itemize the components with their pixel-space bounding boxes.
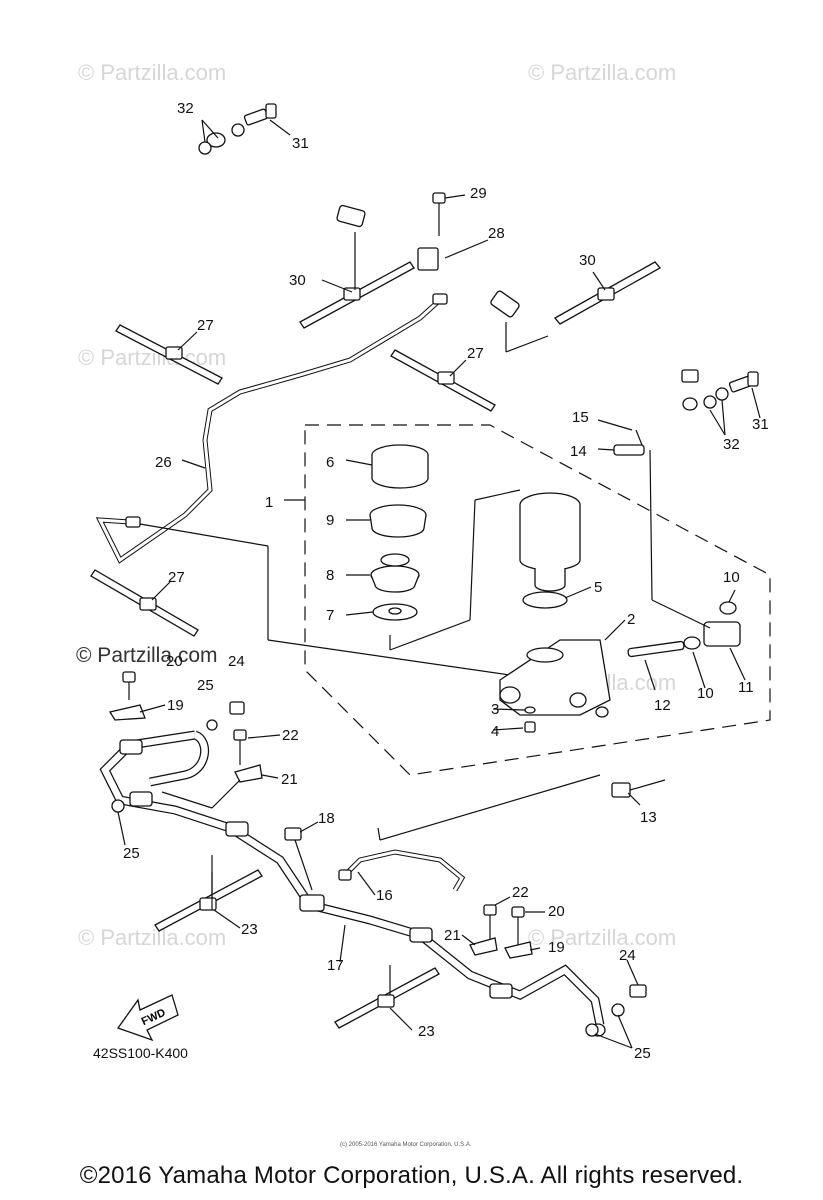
- callout-24: 24: [619, 947, 636, 964]
- upper-brake-hose: [198, 103, 761, 436]
- callout-9: 9: [326, 512, 334, 529]
- watermark: © Partzilla.com: [528, 60, 676, 85]
- callout-12: 12: [654, 697, 671, 714]
- callouts: 32 31 29 28 30 30 27 27 31 32 15 14 26 6…: [123, 100, 769, 1062]
- callout-10: 10: [697, 685, 714, 702]
- callout-30: 30: [579, 252, 596, 269]
- callout-24: 24: [228, 653, 245, 670]
- callout-23: 23: [418, 1023, 435, 1040]
- callout-29: 29: [470, 185, 487, 202]
- callout-27: 27: [467, 345, 484, 362]
- callout-21: 21: [281, 771, 298, 788]
- callout-14: 14: [570, 443, 587, 460]
- callout-20: 20: [548, 903, 565, 920]
- watermark: © Partzilla.com: [76, 644, 218, 667]
- fwd-arrow-icon: FWD: [116, 994, 179, 1042]
- callout-22: 22: [282, 727, 299, 744]
- callout-2: 2: [627, 611, 635, 628]
- callout-7: 7: [326, 607, 334, 624]
- callout-1: 1: [265, 494, 273, 511]
- master-cylinder-group: [284, 419, 771, 806]
- callout-10: 10: [723, 569, 740, 586]
- callout-22: 22: [512, 884, 529, 901]
- callout-11: 11: [738, 679, 754, 696]
- callout-25: 25: [634, 1045, 651, 1062]
- small-watermark: (c) 2005-2016 Yamaha Motor Corporation, …: [340, 1142, 472, 1148]
- callout-18: 18: [318, 810, 335, 827]
- copyright-notice: ©2016 Yamaha Motor Corporation, U.S.A. A…: [79, 1162, 744, 1189]
- callout-27: 27: [168, 569, 185, 586]
- watermark: © Partzilla.com: [528, 925, 676, 950]
- watermark-group: © Partzilla.com © Partzilla.com © Partzi…: [76, 60, 676, 950]
- callout-13: 13: [640, 809, 657, 826]
- watermark: © Partzilla.com: [78, 925, 226, 950]
- callout-31: 31: [292, 135, 309, 152]
- callout-19: 19: [167, 697, 184, 714]
- lower-brake-hose: [99, 671, 647, 1049]
- callout-25: 25: [123, 845, 140, 862]
- callout-4: 4: [491, 723, 499, 740]
- callout-25: 25: [197, 677, 214, 694]
- brake-pipe: [90, 293, 511, 676]
- callout-30: 30: [289, 272, 306, 289]
- callout-16: 16: [376, 887, 393, 904]
- callout-32: 32: [177, 100, 194, 117]
- callout-17: 17: [327, 957, 344, 974]
- callout-21: 21: [444, 927, 461, 944]
- callout-6: 6: [326, 454, 334, 471]
- callout-15: 15: [572, 409, 589, 426]
- callout-19: 19: [548, 939, 565, 956]
- callout-27: 27: [197, 317, 214, 334]
- callout-32: 32: [723, 436, 740, 453]
- callout-8: 8: [326, 567, 334, 584]
- callout-5: 5: [594, 579, 602, 596]
- watermark: © Partzilla.com: [78, 60, 226, 85]
- callout-31: 31: [752, 416, 769, 433]
- diagram-code: 42SS100-K400: [93, 1045, 188, 1061]
- callout-23: 23: [241, 921, 258, 938]
- callout-20: 20: [166, 653, 183, 670]
- callout-3: 3: [491, 701, 499, 718]
- callout-28: 28: [488, 225, 505, 242]
- callout-26: 26: [155, 454, 172, 471]
